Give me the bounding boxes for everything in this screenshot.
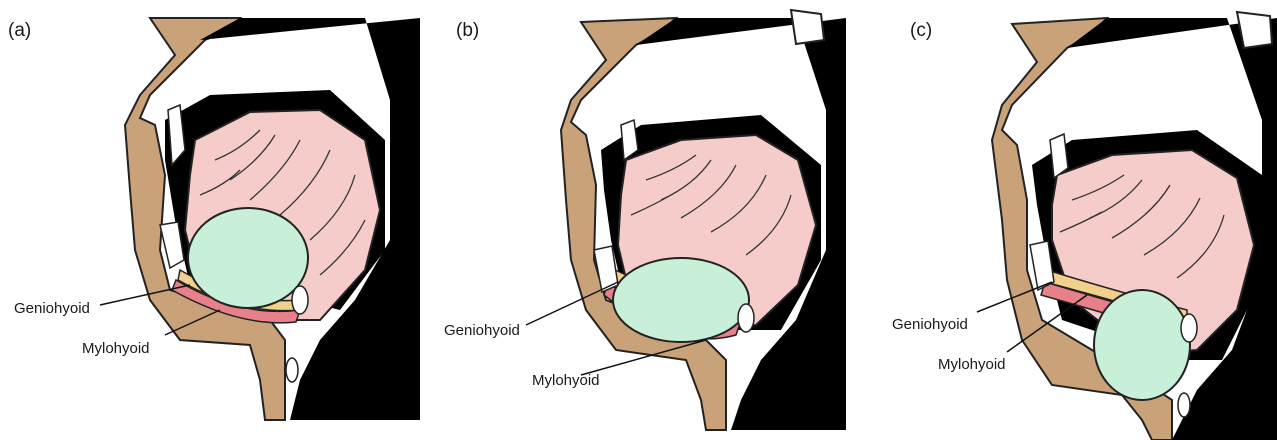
bolus bbox=[188, 208, 308, 308]
panel-label: (a) bbox=[8, 20, 31, 42]
bolus bbox=[1094, 290, 1190, 400]
panel-a: (a) Geniohyoid Mylohyoid bbox=[0, 0, 425, 440]
mylohyoid-label: Mylohyoid bbox=[82, 340, 150, 357]
larynx-cartilage bbox=[1178, 393, 1190, 417]
geniohyoid-label: Geniohyoid bbox=[14, 300, 90, 317]
mylohyoid-label: Mylohyoid bbox=[938, 356, 1006, 373]
oral-cavity-diagram-b bbox=[426, 0, 851, 440]
hyoid-bone bbox=[292, 286, 308, 314]
nasal-outline bbox=[791, 10, 824, 44]
hyoid-bone bbox=[738, 304, 754, 332]
geniohyoid-label: Geniohyoid bbox=[892, 316, 968, 333]
nasal-outline bbox=[1237, 12, 1272, 48]
panel-b: (b) Geniohyoid Mylohyoid bbox=[426, 0, 851, 440]
oral-cavity-diagram-a bbox=[0, 0, 425, 440]
bolus bbox=[613, 258, 749, 342]
hyoid-bone bbox=[1181, 314, 1197, 342]
mylohyoid-label: Mylohyoid bbox=[532, 372, 600, 389]
panel-label: (b) bbox=[456, 20, 479, 42]
panel-c: (c) Geniohyoid Mylohyoid bbox=[852, 0, 1277, 440]
oral-cavity-diagram-c bbox=[852, 0, 1277, 440]
geniohyoid-label: Geniohyoid bbox=[444, 322, 520, 339]
larynx-cartilage bbox=[286, 358, 298, 382]
panel-label: (c) bbox=[910, 20, 932, 42]
